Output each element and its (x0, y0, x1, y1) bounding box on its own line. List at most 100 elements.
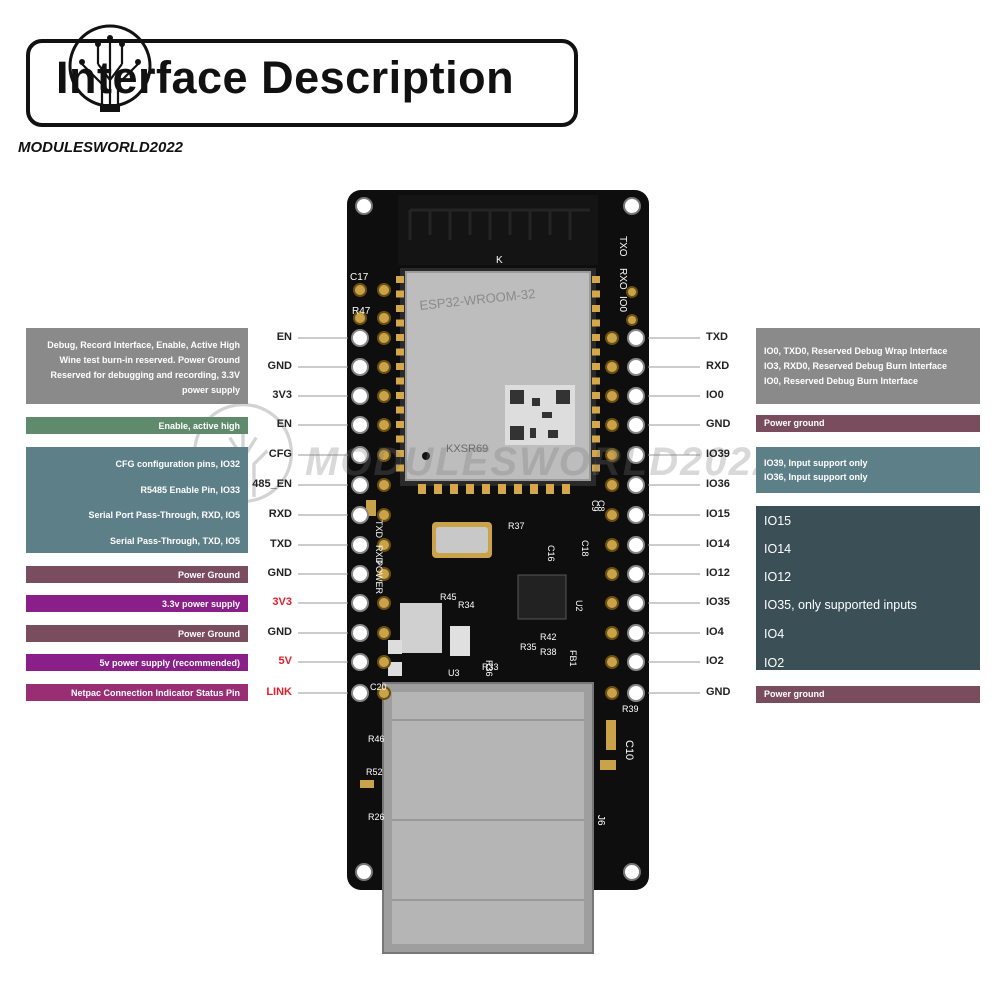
right-pin-label: IO39 (706, 448, 730, 460)
description-line: Power Ground (177, 629, 240, 639)
header-pad (627, 329, 645, 347)
header-pad (351, 506, 369, 524)
header-pad (377, 283, 391, 297)
silk-r34: R34 (458, 600, 475, 610)
description-line: IO12 (764, 570, 792, 584)
description-line: IO15 (764, 514, 792, 528)
header-pad (351, 446, 369, 464)
silk-u3: U3 (448, 668, 460, 678)
header-pad (351, 536, 369, 554)
right-pin-label: IO35 (706, 596, 730, 608)
mounting-hole (623, 197, 641, 215)
description-line: IO4 (764, 627, 785, 641)
right-pin-label: IO0 (706, 389, 724, 401)
header-pad (605, 331, 619, 345)
header-pad (377, 331, 391, 345)
header-pad (605, 389, 619, 403)
silk-c18: C18 (580, 540, 590, 557)
header-pad (351, 416, 369, 434)
silk-c16: C16 (546, 545, 556, 562)
silk-r42: R42 (540, 632, 557, 642)
header-pad (627, 446, 645, 464)
right-pin-label: TXD (706, 331, 728, 343)
header-pad (605, 360, 619, 374)
left-pin-label: 3V3 (272, 596, 292, 608)
right-description-box: Power ground (756, 686, 980, 703)
description-line: Enable, active high (158, 421, 240, 431)
header-pad (605, 448, 619, 462)
brand-label: MODULESWORLD2022 (18, 139, 184, 156)
header-pad (351, 565, 369, 583)
header-pad (627, 358, 645, 376)
description-line: IO14 (764, 542, 792, 556)
description-line: power supply (181, 385, 240, 395)
description-line: Serial Pass-Through, TXD, IO5 (109, 536, 240, 546)
header-pad (626, 314, 638, 326)
silk-c10: C10 (623, 740, 635, 760)
silk-r47: R47 (352, 306, 371, 317)
module-code: KXSR69 (446, 443, 488, 455)
description-line: IO36, Input support only (764, 472, 868, 482)
description-line: IO3, RXD0, Reserved Debug Burn Interface (764, 361, 948, 371)
module-shield (405, 271, 591, 481)
left-description-box: 5v power supply (recommended) (26, 654, 248, 671)
header-pad (377, 538, 391, 552)
silk-r46: R46 (368, 734, 385, 744)
header-pad (377, 311, 391, 325)
header-pad (627, 565, 645, 583)
left-description-box: Power Ground (26, 625, 248, 642)
silk-r39: R39 (622, 704, 639, 714)
left-pin-label: GND (267, 567, 292, 579)
page-title: Interface Description (56, 52, 515, 103)
right-pin-label: IO14 (706, 538, 730, 550)
right-pin-label: IO36 (706, 478, 730, 490)
header-pad (605, 567, 619, 581)
right-pin-label: IO12 (706, 567, 730, 579)
header-pad (627, 624, 645, 642)
left-pin-label: RXD (268, 508, 292, 520)
left-pin-label: 5V (278, 655, 292, 667)
right-pin-label: GND (706, 686, 731, 698)
left-pin-label: GND (267, 360, 292, 372)
description-line: IO0, Reserved Debug Burn Interface (764, 376, 919, 386)
left-pin-label: GND (267, 626, 292, 638)
left-pin-label: TXD (270, 538, 292, 550)
header-pad (377, 418, 391, 432)
silk-txo: TXO (617, 236, 628, 257)
description-line: 3.3v power supply (161, 599, 240, 609)
description-line: CFG configuration pins, IO32 (115, 459, 240, 469)
antenna-mark: K (496, 255, 503, 266)
silk-power: POWER (374, 560, 384, 595)
silk-rxo: RXO (617, 268, 628, 290)
right-pin-label: IO15 (706, 508, 730, 520)
header-pad (627, 506, 645, 524)
right-description-box: Power ground (756, 415, 980, 432)
header-pad (377, 567, 391, 581)
silk-c8: C8 (596, 500, 606, 512)
header-pad (627, 653, 645, 671)
header-pad (605, 686, 619, 700)
header-pad (351, 358, 369, 376)
mounting-hole (355, 863, 373, 881)
description-line: IO2 (764, 656, 785, 670)
right-pin-label: IO4 (706, 626, 724, 638)
header-pad (377, 448, 391, 462)
mounting-hole (623, 863, 641, 881)
silk-fb1: FB1 (568, 650, 578, 667)
header-pad (351, 476, 369, 494)
left-description-box: Debug, Record Interface, Enable, Active … (26, 328, 248, 404)
silk-c9: C9 (590, 500, 600, 512)
silk-r26: R26 (368, 812, 385, 822)
left-pin-label: EN (276, 331, 292, 343)
left-pin-label: LINK (266, 686, 292, 698)
left-pin-label: EN (276, 418, 292, 430)
description-line: Netpac Connection Indicator Status Pin (70, 688, 240, 698)
left-description-box: 3.3v power supply (26, 595, 248, 612)
eth-chip (517, 574, 567, 620)
left-pin-label: 485_EN (252, 478, 292, 490)
header-pad (377, 655, 391, 669)
silk-r52: R52 (366, 767, 383, 777)
